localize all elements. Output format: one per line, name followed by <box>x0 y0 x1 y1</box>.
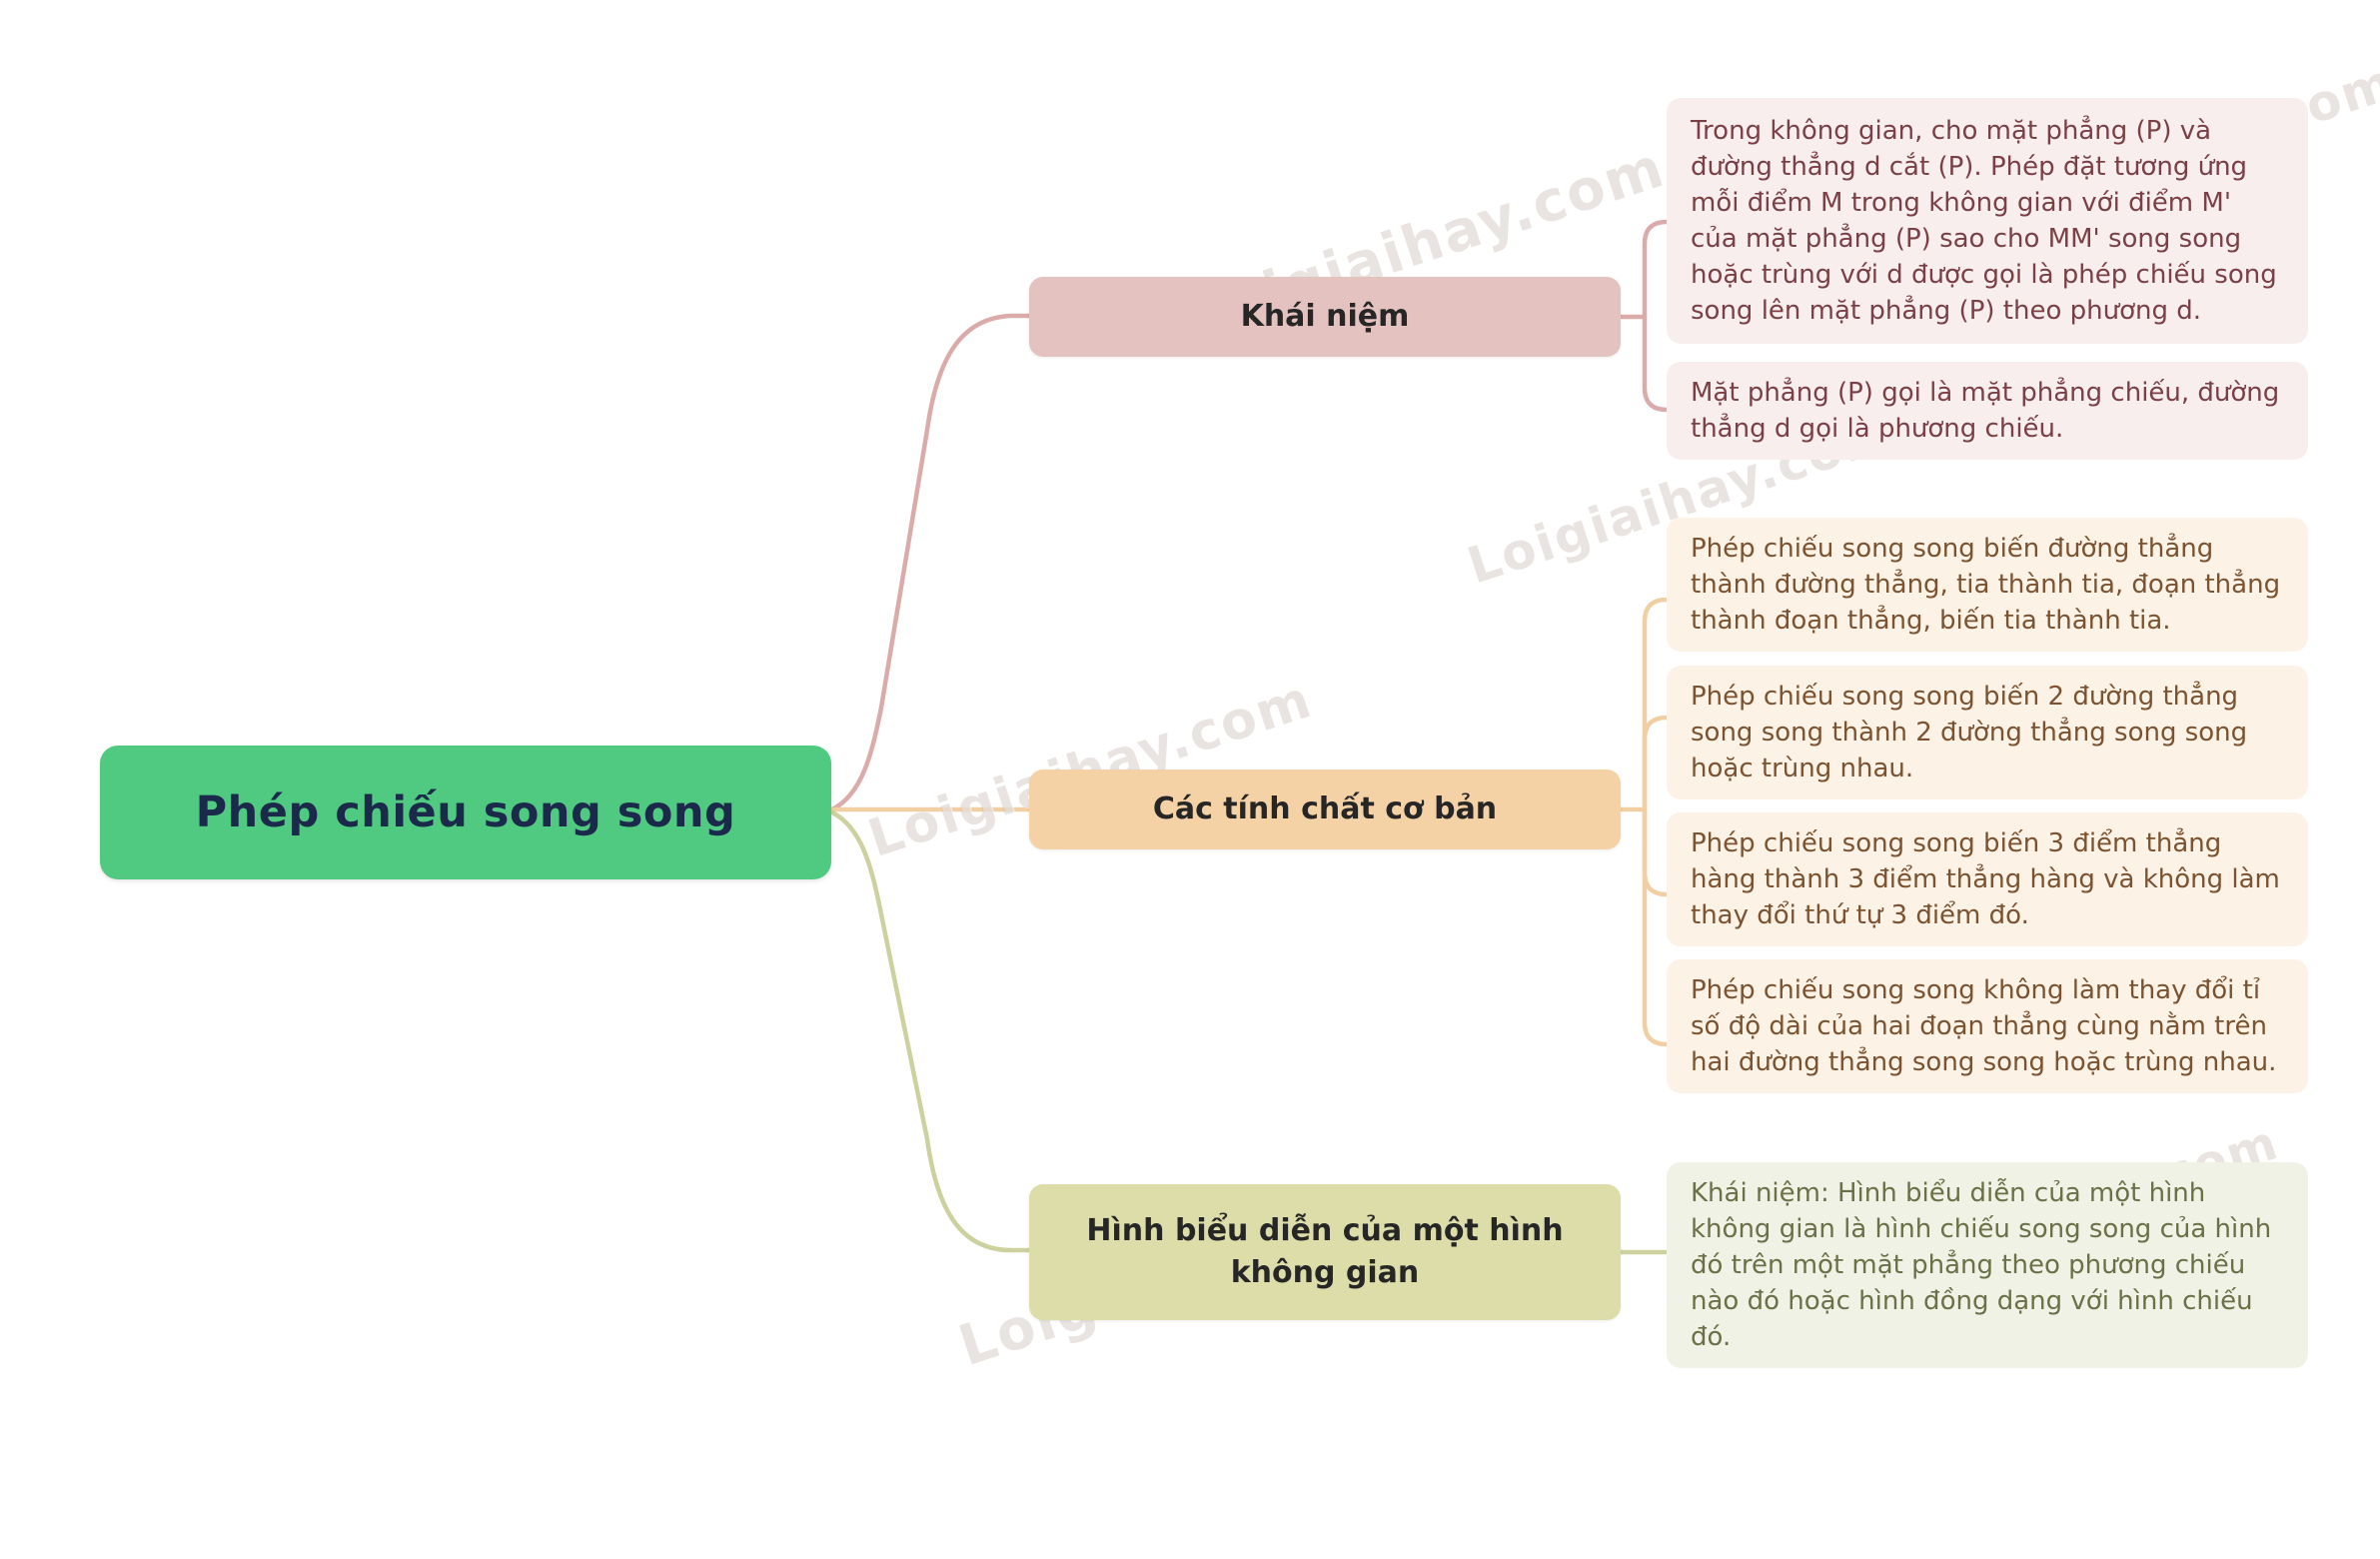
leaf-note-khai-niem-2[interactable]: Mặt phẳng (P) gọi là mặt phẳng chiếu, đư… <box>1667 362 2308 460</box>
note-text: Phép chiếu song song biến 2 đường thẳng … <box>1691 682 2248 783</box>
note-text: Mặt phẳng (P) gọi là mặt phẳng chiếu, đư… <box>1691 378 2280 444</box>
leaf-note-tinh-chat-4[interactable]: Phép chiếu song song không làm thay đổi … <box>1667 959 2308 1093</box>
branch-node-tinh-chat[interactable]: Các tính chất cơ bản <box>1029 770 1621 849</box>
note-text: Khái niệm: Hình biểu diễn của một hình k… <box>1691 1178 2272 1352</box>
branch-label: Khái niệm <box>1240 299 1410 334</box>
connector-khai-niem-to-note-1 <box>1642 219 1670 320</box>
leaf-note-tinh-chat-3[interactable]: Phép chiếu song song biến 3 điểm thẳng h… <box>1667 812 2308 946</box>
connector-tinh-chat-to-note-3 <box>1642 806 1670 897</box>
note-text: Phép chiếu song song biến 3 điểm thẳng h… <box>1691 828 2280 930</box>
connector-tinh-chat-to-note-1 <box>1642 597 1670 812</box>
leaf-note-khai-niem-1[interactable]: Trong không gian, cho mặt phẳng (P) và đ… <box>1667 98 2308 344</box>
root-label: Phép chiếu song song <box>195 787 736 837</box>
leaf-note-tinh-chat-2[interactable]: Phép chiếu song song biến 2 đường thẳng … <box>1667 666 2308 799</box>
note-text: Trong không gian, cho mặt phẳng (P) và đ… <box>1691 116 2277 326</box>
note-text: Phép chiếu song song biến đường thẳng th… <box>1691 534 2281 636</box>
branch-label: Hình biểu diễn của một hình không gian <box>1086 1213 1564 1290</box>
leaf-note-hinh-bieu-dien-1[interactable]: Khái niệm: Hình biểu diễn của một hình k… <box>1667 1162 2308 1368</box>
connector-root-to-khai-niem <box>829 313 1034 812</box>
branch-node-khai-niem[interactable]: Khái niệm <box>1029 277 1621 357</box>
connector-root-to-hinh-bieu-dien <box>829 809 1034 1253</box>
branch-node-hinh-bieu-dien[interactable]: Hình biểu diễn của một hình không gian <box>1029 1184 1621 1320</box>
root-node[interactable]: Phép chiếu song song <box>100 746 831 879</box>
connector-tinh-chat-to-note-4 <box>1642 806 1670 1047</box>
leaf-note-tinh-chat-1[interactable]: Phép chiếu song song biến đường thẳng th… <box>1667 518 2308 652</box>
note-text: Phép chiếu song song không làm thay đổi … <box>1691 975 2277 1077</box>
connector-tinh-chat-to-note-2 <box>1642 715 1670 812</box>
branch-label: Các tính chất cơ bản <box>1152 791 1498 826</box>
connector-khai-niem-to-note-2 <box>1642 314 1670 413</box>
